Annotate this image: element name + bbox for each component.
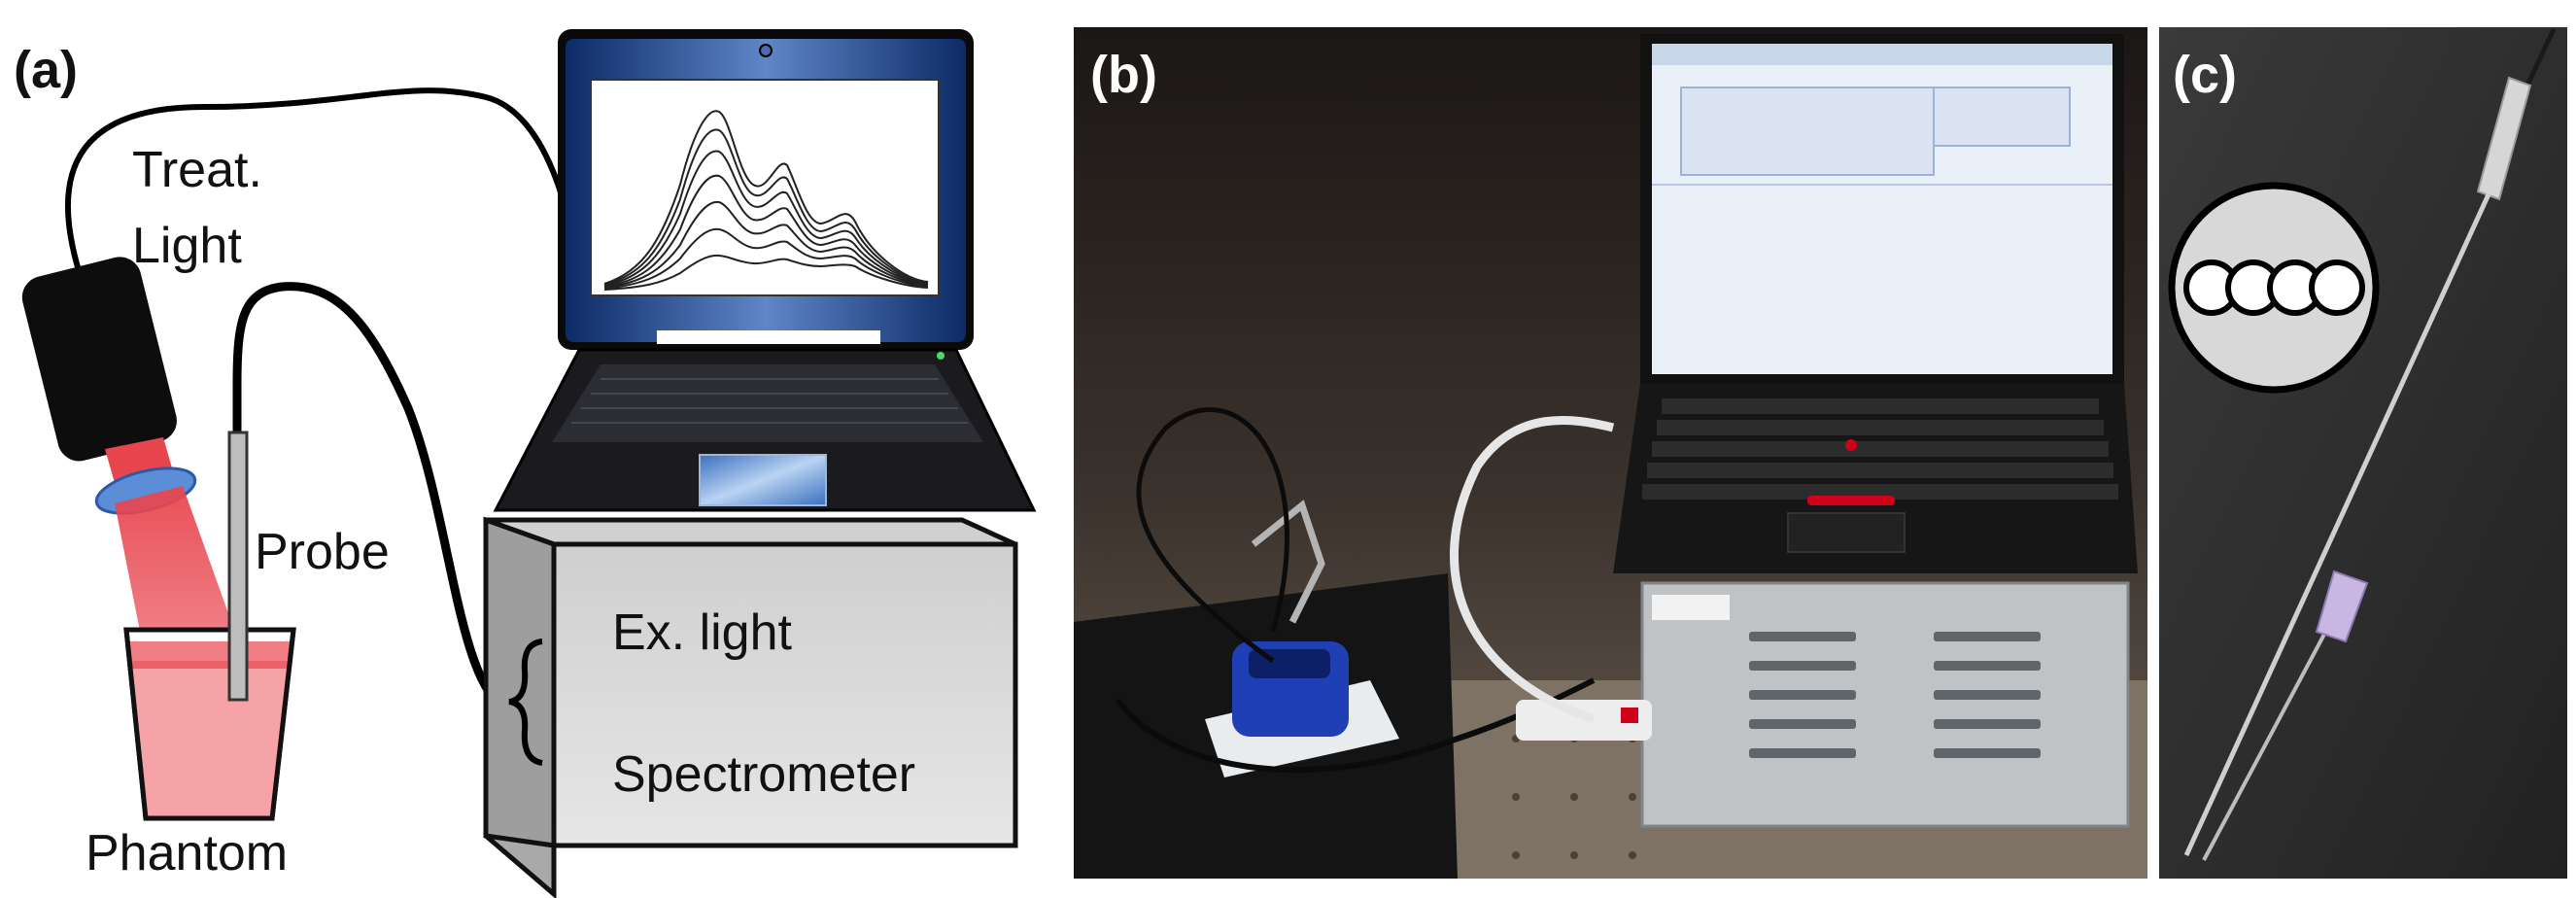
probe-fiber (232, 282, 525, 705)
treatment-beam (115, 486, 233, 661)
fiber-bracket (508, 639, 543, 766)
probe-stand (1251, 500, 1325, 624)
treat-light-label-line2: Light (132, 218, 242, 274)
ex-light-label: Ex. light (612, 604, 793, 661)
laptop-icon (1613, 34, 2138, 573)
usb-cable (1450, 415, 1615, 724)
needle-icon (2183, 27, 2557, 861)
panel-b: (b) (1074, 27, 2147, 879)
spectrometer-unit (1640, 581, 2130, 828)
power-switch (1621, 708, 1638, 723)
phantom-holder (1232, 641, 1349, 737)
spectrometer-label: Spectrometer (612, 746, 915, 803)
probe-fiber-loop (1136, 407, 1289, 664)
panel-a-label: (a) (14, 41, 78, 99)
fiber-cross-section-icon (2168, 182, 2380, 394)
laptop-icon (493, 29, 1037, 512)
spectrometer-box (483, 516, 1018, 898)
phantom-cup (123, 627, 296, 821)
panel-a: (a) (14, 29, 1037, 898)
spectra-plot-icon (603, 110, 929, 291)
phantom-label: Phantom (86, 825, 288, 881)
panel-c: (c) (2159, 27, 2567, 879)
panel-b-label: (b) (1090, 46, 1157, 104)
treat-light-label-line1: Treat. (132, 142, 262, 198)
panel-c-label: (c) (2173, 46, 2237, 104)
probe-label: Probe (255, 524, 390, 580)
treatment-light-cable (64, 87, 576, 268)
probe-tip (227, 431, 249, 702)
light-source-icon (21, 257, 197, 515)
